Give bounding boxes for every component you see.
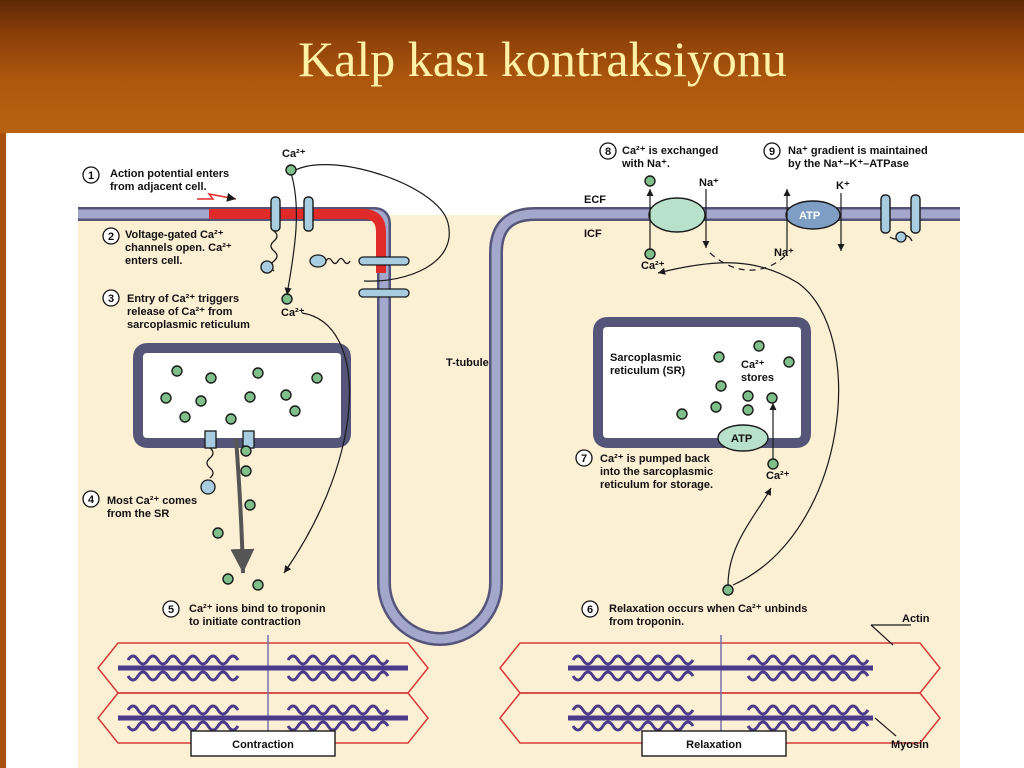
t-tubule-label: T-tubule: [446, 357, 489, 369]
left-accent-bar: [0, 133, 6, 768]
ca-label-pump: Ca²⁺: [766, 470, 790, 482]
na-k-atpase: [785, 200, 841, 230]
svg-text:Most Ca²⁺ comes: Most Ca²⁺ comes: [107, 495, 197, 507]
slide-title: Kalp kası kontraksiyonu: [298, 31, 787, 87]
contraction-label-box: [190, 730, 336, 757]
sarcomere-contracted: [97, 635, 429, 748]
step-6: 6 Relaxation occurs when Ca²⁺ unbindsfro…: [581, 600, 807, 628]
sr-right: [593, 317, 811, 448]
svg-text:Ca²⁺ ions bind to troponin: Ca²⁺ ions bind to troponin: [189, 603, 326, 615]
svg-text:to initiate contraction: to initiate contraction: [189, 616, 301, 628]
svg-text:9: 9: [769, 146, 775, 158]
svg-text:1: 1: [88, 170, 94, 182]
sr-name-line1: Sarcoplasmic: [610, 352, 682, 364]
svg-text:Na⁺ gradient is maintained: Na⁺ gradient is maintained: [788, 145, 928, 157]
svg-text:reticulum for storage.: reticulum for storage.: [600, 479, 713, 491]
na-label-out: Na⁺: [774, 247, 794, 259]
svg-text:2: 2: [108, 231, 114, 243]
svg-text:Entry of Ca²⁺ triggers: Entry of Ca²⁺ triggers: [127, 293, 239, 305]
svg-text:4: 4: [88, 494, 95, 506]
svg-text:enters cell.: enters cell.: [125, 255, 182, 267]
svg-text:from adjacent cell.: from adjacent cell.: [110, 181, 207, 193]
atpase-label: ATP: [799, 210, 820, 222]
svg-text:Relaxation occurs when Ca²⁺ un: Relaxation occurs when Ca²⁺ unbinds: [609, 603, 807, 615]
svg-text:Ca²⁺ is exchanged: Ca²⁺ is exchanged: [622, 145, 718, 157]
released-ca-ions: [212, 445, 264, 591]
ryr-channel-top: [358, 256, 410, 266]
svg-text:from the SR: from the SR: [107, 508, 169, 520]
title-banner: [0, 0, 1024, 133]
svg-text:channels open. Ca²⁺: channels open. Ca²⁺: [125, 242, 232, 254]
sr-left-ca-ions: [160, 365, 323, 425]
na-ca-exchanger: [648, 197, 706, 233]
svg-text:Ca²⁺ is pumped back: Ca²⁺ is pumped back: [600, 453, 711, 465]
svg-text:8: 8: [605, 146, 611, 158]
ca-label-sr-trigger: Ca²⁺: [281, 307, 305, 319]
svg-text:release of Ca²⁺ from: release of Ca²⁺ from: [127, 306, 233, 318]
step-2: 2 Voltage-gated Ca²⁺channels open. Ca²⁺e…: [102, 227, 232, 267]
svg-text:6: 6: [587, 604, 593, 616]
ca-label-entry: Ca²⁺: [282, 148, 306, 160]
svg-text:5: 5: [168, 604, 174, 616]
cardiac-contraction-diagram: Ca²⁺ Ca²⁺ ATP Ca²⁺ Na⁺ Na⁺ K⁺ ECF ICF: [78, 142, 960, 768]
ca-stores-line1: Ca²⁺: [741, 359, 765, 371]
svg-text:Action potential enters: Action potential enters: [110, 168, 229, 180]
ca-stores-line2: stores: [741, 372, 774, 384]
svg-text:7: 7: [581, 453, 587, 465]
l-type-channel-right: [303, 196, 314, 232]
contraction-label: Contraction: [232, 739, 294, 751]
myosin-label: Myosin: [891, 739, 929, 751]
l-type-channel-left: [270, 196, 281, 232]
depolarized-membrane: [209, 209, 386, 273]
ecf-label: ECF: [584, 194, 606, 206]
svg-text:with Na⁺.: with Na⁺.: [621, 158, 670, 170]
svg-text:from troponin.: from troponin.: [609, 616, 684, 628]
svg-text:sarcoplasmic reticulum: sarcoplasmic reticulum: [127, 319, 250, 331]
sr-right-ca-ions: [676, 340, 795, 420]
svg-text:Voltage-gated Ca²⁺: Voltage-gated Ca²⁺: [125, 229, 224, 241]
relaxation-label-box: [641, 730, 787, 757]
ca-label-exchange: Ca²⁺: [641, 260, 665, 272]
actin-label: Actin: [902, 613, 930, 625]
sarcomere-relaxed: [499, 624, 941, 748]
sr-name-line2: reticulum (SR): [610, 365, 686, 377]
svg-text:by the Na⁺–K⁺–ATPase: by the Na⁺–K⁺–ATPase: [788, 158, 909, 170]
relaxation-label: Relaxation: [686, 739, 742, 751]
serca-atp-label: ATP: [731, 433, 752, 445]
icf-label: ICF: [584, 228, 602, 240]
serca-pump: [717, 424, 769, 452]
k-label: K⁺: [836, 180, 850, 192]
svg-text:3: 3: [108, 293, 114, 305]
svg-text:into the sarcoplasmic: into the sarcoplasmic: [600, 466, 713, 478]
na-label-in: Na⁺: [699, 177, 719, 189]
cytoplasm: [78, 215, 960, 768]
ryr-channel-bottom: [358, 288, 410, 298]
